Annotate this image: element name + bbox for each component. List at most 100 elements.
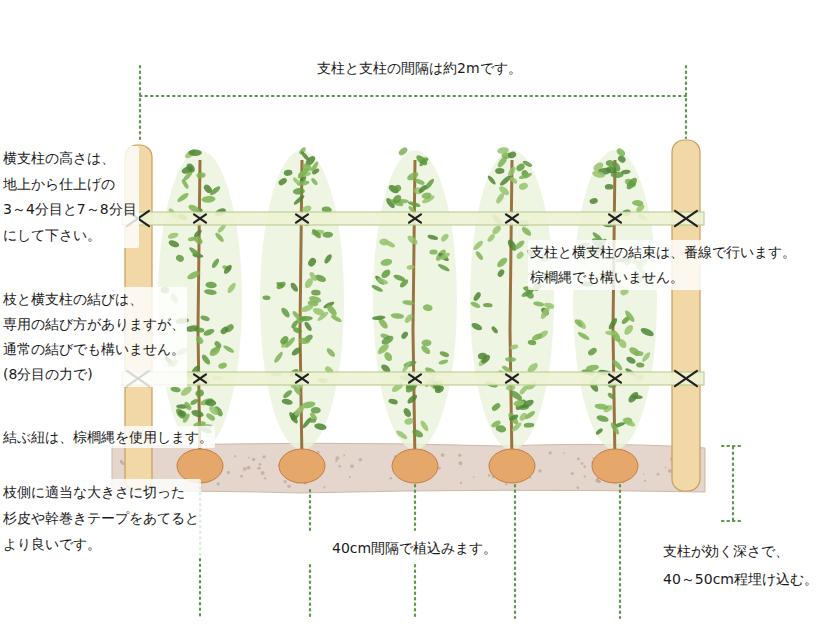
leaf: [299, 316, 313, 322]
dimension-line: [309, 565, 311, 618]
leaf: [531, 332, 544, 342]
leaf: [605, 166, 617, 175]
leaf: [308, 271, 318, 282]
leaf: [293, 194, 306, 206]
soil-dot: [234, 455, 236, 457]
soil-dot: [583, 465, 586, 468]
plants: [158, 146, 657, 483]
leaf: [388, 398, 399, 406]
soil-dot: [563, 452, 565, 454]
leaf: [506, 385, 516, 391]
leaf: [395, 429, 409, 441]
tie-mark: [675, 211, 697, 226]
soil-dot: [668, 469, 672, 473]
leaf: [288, 411, 300, 425]
note-text: 枝側に適当な大きさに切った 杉皮や幹巻きテープをあてると より良いです。: [1, 479, 201, 557]
leaf: [201, 195, 215, 203]
leaf: [202, 328, 215, 338]
leaf: [470, 321, 483, 332]
leaf: [177, 409, 187, 418]
leaf: [427, 234, 439, 241]
tie-mark: [409, 374, 421, 382]
leaf: [440, 233, 450, 243]
leaf: [627, 390, 641, 404]
leaf: [310, 177, 318, 186]
leaf: [406, 264, 415, 270]
dimension-line: [140, 95, 686, 97]
leaf: [170, 386, 181, 393]
leaf: [438, 359, 449, 366]
soil-dot: [120, 460, 123, 463]
leaf: [636, 362, 645, 368]
leaf: [470, 300, 482, 309]
tie-mark: [506, 374, 518, 382]
leaf: [312, 306, 326, 317]
soil-dot: [257, 467, 261, 471]
leaf: [475, 250, 485, 261]
leaf: [605, 330, 616, 336]
soil-dot: [460, 482, 462, 484]
soil-dot: [505, 483, 507, 485]
leaf: [490, 325, 498, 334]
root-ball: [177, 449, 223, 483]
leaf: [195, 335, 205, 345]
leaf: [194, 388, 205, 398]
dimension-line: [619, 485, 621, 618]
leaf: [625, 176, 639, 191]
rail: [122, 372, 704, 385]
leaf: [508, 414, 519, 422]
soil-dot: [335, 456, 339, 460]
leaf: [609, 421, 620, 435]
leaf: [402, 407, 413, 419]
note-text: 結ぶ紐は、棕櫚縄を使用します。: [1, 426, 215, 448]
leaf: [391, 193, 403, 205]
soil-dot: [262, 455, 265, 458]
leaf: [402, 300, 414, 306]
tie-mark: [609, 214, 621, 222]
soil-dot: [287, 485, 290, 488]
leaf: [415, 154, 429, 168]
soil-dot: [488, 474, 491, 477]
leaf: [400, 330, 409, 340]
leaf: [281, 398, 293, 406]
leaf: [507, 150, 517, 159]
leaf: [495, 424, 507, 433]
soil-dot: [240, 475, 243, 478]
leaf: [380, 258, 393, 267]
soil-dot: [217, 482, 220, 485]
leaf: [205, 281, 217, 288]
root-ball: [279, 449, 325, 483]
leaf: [371, 284, 384, 293]
root-ball: [592, 449, 638, 483]
tie-mark: [409, 214, 421, 222]
soil-dot: [657, 473, 660, 476]
soil-dot: [247, 466, 251, 470]
tie-mark: [675, 371, 697, 386]
leaf: [311, 289, 321, 296]
leaf: [509, 389, 524, 402]
post: [672, 140, 700, 491]
leaf: [491, 402, 502, 412]
leaf: [168, 239, 180, 249]
leaf: [625, 355, 637, 365]
leaf: [640, 326, 655, 338]
leaf: [414, 178, 426, 186]
leaf: [624, 309, 637, 323]
soil-dot: [577, 457, 580, 460]
leaf: [505, 357, 516, 362]
note-text: 40cm間隔で植込みます。: [330, 537, 499, 559]
tie-mark: [409, 374, 421, 382]
dimension-line: [732, 447, 734, 520]
rails: [122, 212, 704, 385]
soil-dot: [390, 477, 392, 479]
soil-dot: [248, 457, 250, 459]
leaf: [200, 314, 211, 322]
leaf: [303, 321, 313, 332]
leaf: [293, 188, 305, 195]
leaf: [607, 317, 619, 331]
leaf: [533, 301, 545, 307]
leaf: [380, 268, 392, 280]
tie-mark: [675, 211, 697, 226]
leaf: [273, 351, 284, 364]
soil-dot: [549, 451, 552, 454]
